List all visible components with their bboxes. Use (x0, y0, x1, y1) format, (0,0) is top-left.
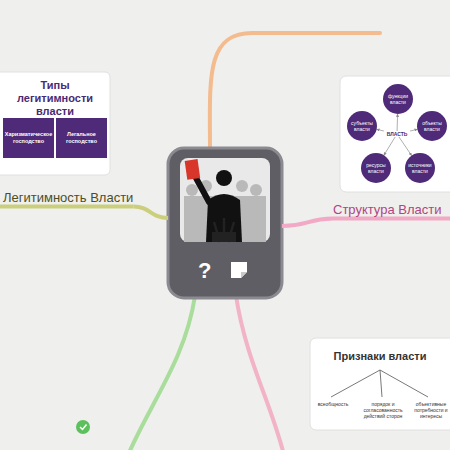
status-icon (80, 425, 87, 430)
branch-underline (0, 205, 133, 209)
image-card (310, 338, 450, 430)
status-icon (76, 420, 90, 434)
branch-connector (282, 219, 333, 226)
concept-link (377, 129, 384, 131)
item-text: объективные потребности и интересы (412, 401, 450, 419)
central-topic: ? (168, 148, 282, 298)
leader-line (331, 370, 380, 397)
concept-circle: функции власти (383, 84, 413, 114)
image-card-node: Признаки власти всеобщностьпорядок и согл… (310, 338, 450, 430)
concept-circle: источники власти (405, 153, 435, 183)
node-text: функции власти (385, 93, 411, 105)
branch-line (128, 296, 195, 450)
node-text: ВЛАСТЬ (382, 131, 412, 137)
leader-line (380, 370, 428, 397)
type-box: Харизматическое господство (3, 118, 54, 158)
node-text: источники власти (407, 162, 433, 174)
image-card (0, 72, 110, 175)
image-card (340, 76, 450, 192)
node-text: Типы легитимности власти (4, 79, 106, 119)
node-text: субъекты власти (349, 120, 375, 132)
concept-circle: объекты власти (417, 111, 447, 141)
type-box: Легальное господство (56, 118, 107, 158)
node-text: ? (198, 258, 211, 284)
concept-link (410, 129, 417, 131)
item-text: всеобщность (313, 401, 353, 407)
concept-link (399, 137, 412, 156)
topic-label: Легитимность Власти (3, 190, 133, 206)
node-text: объекты власти (419, 120, 445, 132)
concept-circle: ресурсы власти (361, 153, 391, 183)
node-text: ресурсы власти (363, 162, 389, 174)
node-text: Харизматическое господство (5, 131, 53, 144)
node-text: Легальное господство (58, 131, 105, 144)
concept-link (397, 114, 398, 131)
branch-line (236, 296, 284, 450)
leader-line (380, 370, 382, 397)
node-text: Легитимность Власти (3, 190, 133, 206)
item-text: порядок и согласованность действий сторо… (355, 401, 411, 419)
concept-link (384, 137, 395, 155)
concept-circle: субъекты власти (347, 111, 377, 141)
branch-connector (133, 207, 168, 218)
image-card-node: Типы легитимности властиХаризматическое … (0, 72, 110, 175)
center-label: ВЛАСТЬ (382, 131, 412, 137)
node-text: Признаки власти (310, 350, 450, 363)
node-text: Структура Власти (333, 202, 442, 218)
topic-label: Структура Власти (333, 202, 442, 218)
central-illustration (168, 148, 282, 298)
branch-underline (333, 217, 450, 221)
